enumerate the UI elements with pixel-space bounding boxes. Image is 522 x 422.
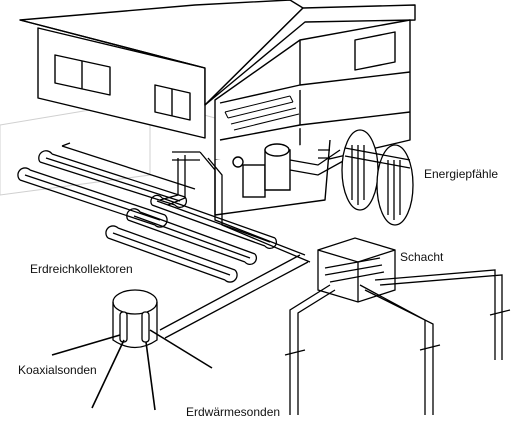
earth-collector-right	[105, 194, 278, 283]
label-schacht: Schacht	[400, 250, 444, 264]
energy-piles	[341, 129, 414, 226]
label-erdreichkollektoren: Erdreichkollektoren	[30, 262, 133, 276]
shaft	[317, 237, 396, 303]
earth-collector-left	[17, 142, 196, 228]
borehole-probes	[284, 269, 511, 415]
label-erdwaermesonden: Erdwärmesonden	[186, 405, 281, 419]
label-energiepfaehle: Energiepfähle	[424, 167, 499, 181]
label-koaxialsonden: Koaxialsonden	[18, 363, 97, 377]
supply-pipes	[159, 149, 346, 339]
heat-pump	[232, 143, 291, 198]
label-pointers	[51, 329, 213, 411]
coaxial-probes	[112, 289, 158, 349]
